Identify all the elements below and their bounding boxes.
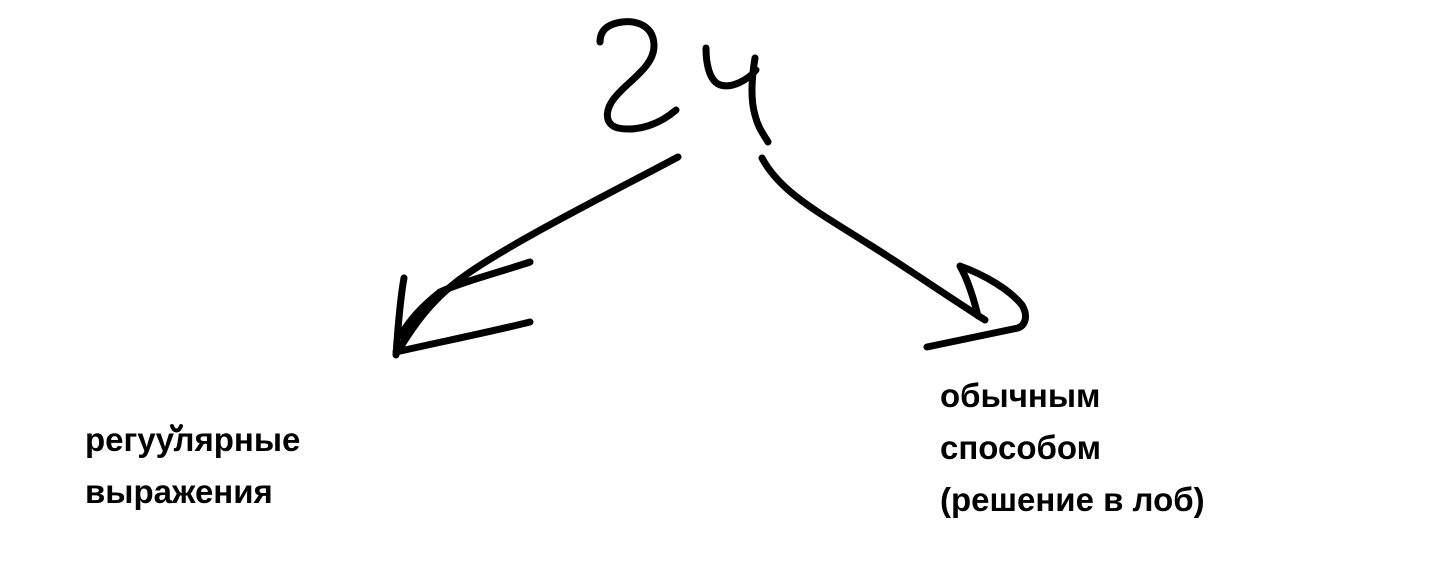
left-arrow-head (392, 258, 534, 359)
right-arrow-shaft (758, 154, 989, 324)
handwritten-digit-2 (596, 18, 680, 133)
accent-mark (170, 424, 183, 433)
right-branch-line-2: способом (940, 429, 1102, 466)
right-branch-line-1: обычным (940, 377, 1101, 414)
right-branch-line-3: (решение в лоб) (940, 481, 1205, 518)
handwritten-digit-4-stem (748, 54, 772, 146)
left-branch-line-1: регуулярные (85, 421, 301, 458)
left-branch-label: регуулярные выражения (85, 414, 300, 518)
handwritten-digit-4 (702, 44, 760, 90)
right-branch-label: обычным способом (решение в лоб) (940, 370, 1205, 526)
left-branch-line-2: выражения (85, 473, 273, 510)
right-arrow-head (923, 262, 1029, 351)
left-arrow-shaft (396, 153, 682, 352)
